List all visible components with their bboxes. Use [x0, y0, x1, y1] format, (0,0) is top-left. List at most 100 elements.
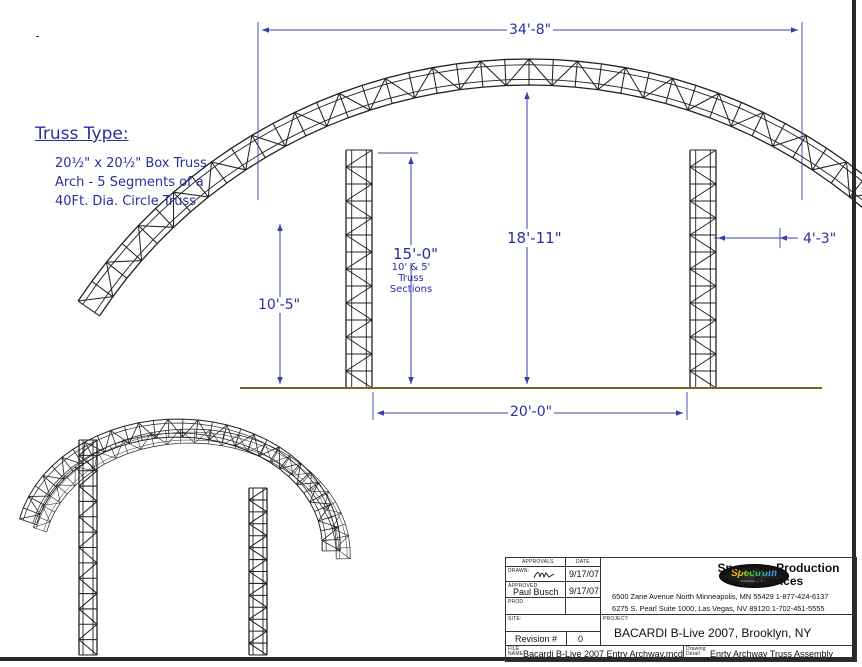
- truss-diagonal: [331, 512, 342, 529]
- truss-diagonal: [294, 111, 328, 127]
- truss-diagonal: [317, 503, 332, 522]
- truss-strut: [309, 492, 326, 503]
- truss-chord: [33, 428, 351, 559]
- truss-diagonal: [480, 60, 507, 86]
- truss-strut: [222, 424, 228, 443]
- truss-diagonal: [505, 58, 530, 86]
- truss-diagonal: [56, 484, 76, 486]
- drawn-date-cell: 9/17/07: [566, 567, 601, 582]
- truss-diagonal: [718, 93, 732, 127]
- truss-strut: [317, 491, 329, 501]
- spectrum-logo: Spectrum Production Services: [719, 564, 789, 588]
- drawn-signature-icon: [533, 572, 555, 579]
- truss-strut: [432, 67, 438, 94]
- truss-diagonal: [248, 523, 268, 537]
- truss-diagonal: [248, 582, 268, 596]
- truss-strut: [259, 443, 266, 457]
- truss-strut: [65, 475, 76, 486]
- revision-divider: [566, 632, 567, 646]
- truss-diagonal: [345, 302, 373, 321]
- truss-diagonal: [248, 618, 268, 632]
- truss-type-title: Truss Type:: [35, 124, 129, 144]
- truss-diagonal: [689, 149, 717, 168]
- truss-diagonal: [345, 285, 373, 304]
- truss-strut: [310, 481, 321, 492]
- truss-diagonal: [61, 457, 65, 480]
- truss-diagonal: [78, 623, 98, 641]
- truss-diagonal: [309, 472, 312, 492]
- iso-arch-truss: [19, 418, 341, 552]
- truss-strut: [328, 512, 342, 519]
- truss-diagonal: [105, 261, 114, 297]
- truss-diagonal: [75, 466, 94, 471]
- truss-diagonal: [61, 456, 84, 465]
- truss-strut: [336, 547, 351, 549]
- truss-diagonal: [323, 491, 329, 510]
- truss-diagonal: [106, 260, 142, 263]
- truss-diagonal: [689, 251, 717, 270]
- truss-strut: [620, 67, 626, 94]
- truss-diagonal: [687, 92, 720, 111]
- truss-diagonal: [209, 429, 222, 446]
- truss-strut: [74, 466, 85, 478]
- date-header: DATE: [566, 558, 601, 567]
- truss-diagonal: [689, 302, 717, 321]
- truss-diagonal: [110, 430, 130, 444]
- drawing-detail: Enrty Archway Truss Assembly: [710, 649, 834, 659]
- truss-strut: [792, 135, 807, 158]
- truss-diagonal: [97, 451, 117, 459]
- truss-strut: [455, 63, 461, 90]
- iso-arch-truss-back: [33, 428, 351, 560]
- truss-type-line-3: 40Ft. Dia. Circle Truss: [55, 194, 197, 209]
- truss-strut: [334, 535, 349, 539]
- truss-diagonal: [78, 470, 98, 487]
- truss-strut: [271, 449, 279, 463]
- truss-strut: [772, 123, 786, 147]
- truss-strut: [247, 438, 253, 453]
- truss-strut: [191, 176, 209, 198]
- overhang-label: 4'-3": [801, 231, 839, 247]
- truss-diagonal: [326, 93, 340, 127]
- truss-strut: [849, 180, 862, 198]
- truss-diagonal: [432, 67, 461, 91]
- truss-strut: [48, 494, 61, 504]
- truss-strut: [124, 426, 130, 444]
- truss-strut: [830, 161, 847, 184]
- truss-diagonal: [28, 495, 51, 497]
- truss-diagonal: [78, 547, 98, 564]
- truss-diagonal: [167, 418, 183, 438]
- truss-strut: [221, 431, 225, 446]
- truss-strut: [123, 440, 129, 454]
- truss-diagonal: [309, 501, 332, 505]
- truss-strut: [234, 434, 239, 449]
- truss-diagonal: [173, 191, 209, 198]
- truss-diagonal: [150, 432, 168, 445]
- truss-strut: [751, 112, 764, 137]
- truss-strut: [97, 451, 105, 465]
- truss-strut: [480, 61, 484, 88]
- truss-diagonal: [528, 58, 553, 86]
- truss-diagonal: [772, 134, 807, 147]
- truss-diagonal: [226, 424, 236, 447]
- truss-strut: [72, 449, 84, 465]
- truss-diagonal: [104, 430, 112, 453]
- truss-diagonal: [137, 225, 143, 261]
- truss-diagonal: [84, 441, 105, 453]
- truss-diagonal: [345, 370, 373, 389]
- front-arch-truss: [77, 58, 862, 317]
- truss-diagonal: [385, 78, 415, 99]
- truss-strut: [61, 457, 74, 472]
- truss-strut: [408, 72, 416, 98]
- truss-diagonal: [248, 535, 268, 549]
- truss-strut: [504, 59, 507, 86]
- file-name: Bacardi B-Live 2007 Entry Archway.mcd: [523, 649, 683, 659]
- truss-diagonal: [238, 434, 249, 453]
- truss-diagonal: [345, 353, 373, 372]
- truss-strut: [251, 135, 266, 158]
- truss-diagonal: [248, 571, 268, 584]
- truss-diagonal: [138, 225, 174, 228]
- truss-strut: [665, 78, 674, 104]
- overall-width-label: 34'-8": [507, 22, 554, 38]
- truss-strut: [138, 422, 143, 441]
